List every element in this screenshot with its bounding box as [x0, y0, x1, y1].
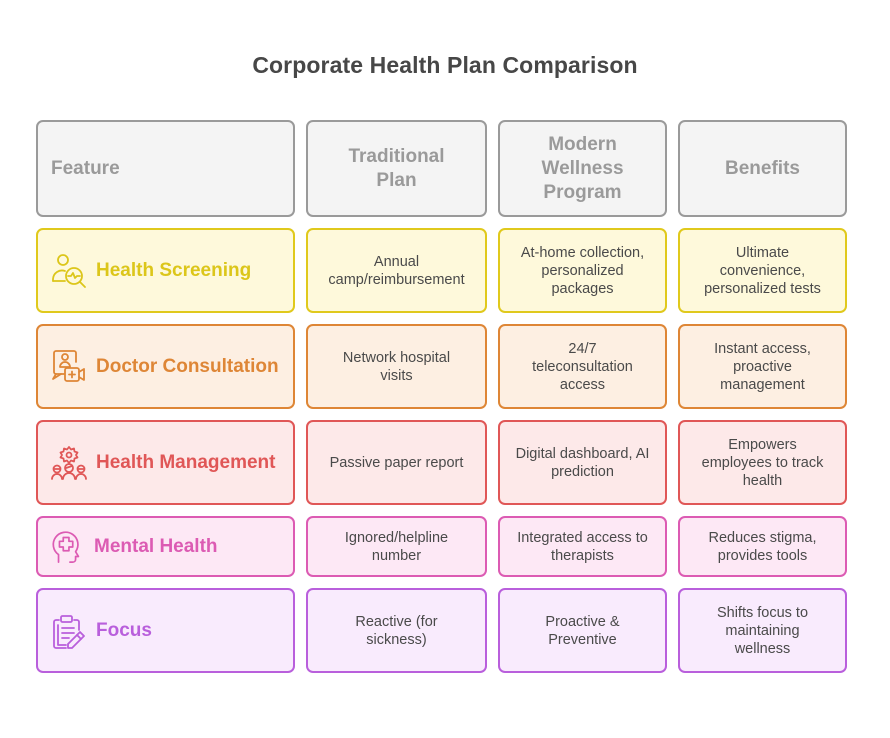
cell-text: Instant access, proactive management — [714, 340, 811, 393]
team-gear-icon — [51, 445, 87, 480]
cell-text: Proactive & Preventive — [545, 613, 620, 648]
header-traditional-label: Traditional Plan — [348, 145, 445, 191]
cell-text: At-home collection, personalized package… — [520, 244, 645, 297]
cell-modern: At-home collection, personalized package… — [498, 228, 667, 313]
feature-health-management: Health Management — [36, 420, 295, 505]
header-feature-label: Feature — [51, 157, 120, 179]
clipboard-pencil-icon — [53, 614, 85, 649]
cell-text: Annual camp/reimbursement — [328, 253, 465, 288]
cell-modern: Digital dashboard, AI prediction — [498, 420, 667, 505]
feature-label: Focus — [96, 619, 152, 641]
header-benefits: Benefits — [678, 120, 847, 217]
cell-traditional: Ignored/helpline number — [306, 516, 487, 577]
feature-label: Mental Health — [94, 535, 218, 557]
cell-text: Passive paper report — [329, 454, 464, 471]
header-modern-wellness: Modern Wellness Program — [498, 120, 667, 217]
header-modern-label: Modern Wellness Program — [541, 133, 624, 203]
cell-benefits: Empowers employees to track health — [678, 420, 847, 505]
cell-text: Digital dashboard, AI prediction — [515, 445, 650, 480]
cell-traditional: Annual camp/reimbursement — [306, 228, 487, 313]
cell-benefits: Reduces stigma, provides tools — [678, 516, 847, 577]
feature-label: Doctor Consultation — [96, 355, 279, 377]
header-traditional-plan: Traditional Plan — [306, 120, 487, 217]
head-medical-cross-icon — [52, 530, 80, 563]
cell-benefits: Shifts focus to maintaining wellness — [678, 588, 847, 673]
cell-text: Reactive (for sickness) — [355, 613, 438, 648]
feature-focus: Focus — [36, 588, 295, 673]
cell-benefits: Ultimate convenience, personalized tests — [678, 228, 847, 313]
cell-text: Network hospital visits — [342, 349, 451, 384]
cell-modern: 24/7 teleconsultation access — [498, 324, 667, 409]
feature-doctor-consultation: Doctor Consultation — [36, 324, 295, 409]
cell-traditional: Passive paper report — [306, 420, 487, 505]
cell-text: 24/7 teleconsultation access — [532, 340, 633, 393]
feature-health-screening: Health Screening — [36, 228, 295, 313]
cell-text: Shifts focus to maintaining wellness — [716, 604, 809, 657]
cell-text: Ultimate convenience, personalized tests — [704, 244, 821, 297]
person-health-search-icon — [52, 253, 86, 288]
cell-text: Reduces stigma, provides tools — [708, 529, 817, 564]
header-feature: Feature — [36, 120, 295, 217]
cell-traditional: Network hospital visits — [306, 324, 487, 409]
cell-modern: Proactive & Preventive — [498, 588, 667, 673]
cell-text: Ignored/helpline number — [344, 529, 449, 564]
cell-benefits: Instant access, proactive management — [678, 324, 847, 409]
header-benefits-label: Benefits — [725, 157, 800, 179]
cell-traditional: Reactive (for sickness) — [306, 588, 487, 673]
feature-label: Health Screening — [96, 259, 252, 281]
video-doctor-consult-icon — [52, 349, 85, 382]
cell-text: Empowers employees to track health — [701, 436, 824, 489]
cell-text: Integrated access to therapists — [517, 529, 648, 564]
page-title: Corporate Health Plan Comparison — [252, 52, 638, 78]
feature-label: Health Management — [96, 451, 276, 473]
feature-mental-health: Mental Health — [36, 516, 295, 577]
cell-modern: Integrated access to therapists — [498, 516, 667, 577]
